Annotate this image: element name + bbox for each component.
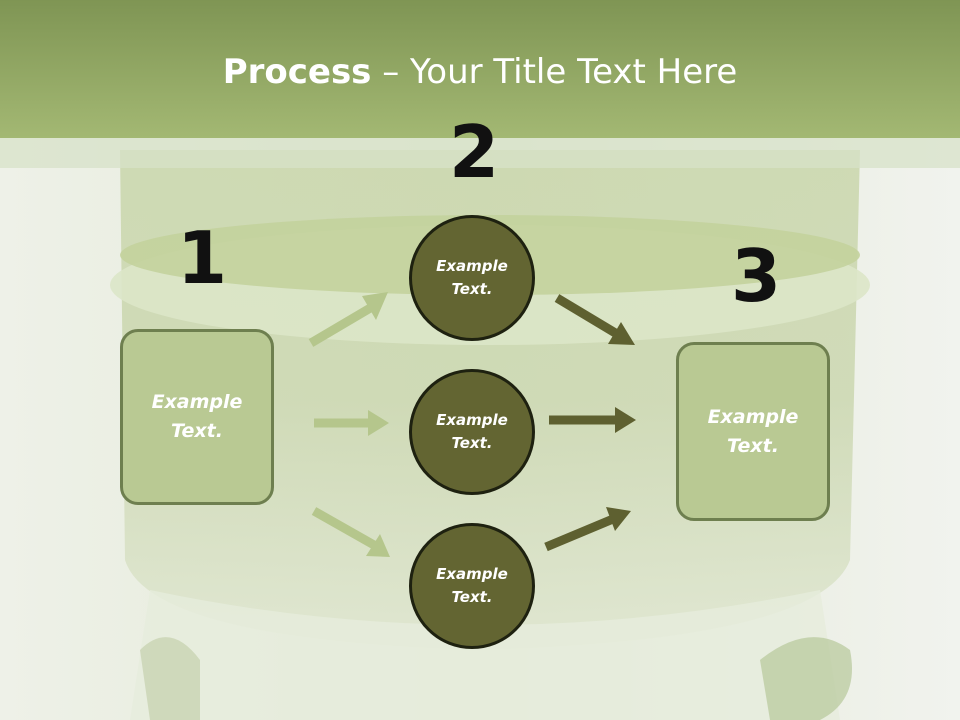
step-2-circle-top: Example Text. bbox=[409, 215, 535, 341]
step-number-1: 1 bbox=[177, 216, 228, 300]
step-2-circle-bottom: Example Text. bbox=[409, 523, 535, 649]
title-strip bbox=[0, 138, 960, 168]
step-3-text-line1: Example bbox=[707, 405, 799, 428]
title-rest: – Your Title Text Here bbox=[371, 52, 738, 92]
step-number-2: 2 bbox=[449, 110, 500, 194]
circle-top-line1: Example bbox=[436, 257, 508, 275]
step-3-box: Example Text. bbox=[676, 342, 830, 521]
title-bold: Process bbox=[222, 52, 372, 92]
step-2-circle-middle: Example Text. bbox=[409, 369, 535, 495]
step-1-box: Example Text. bbox=[120, 329, 274, 505]
step-3-text-line2: Text. bbox=[727, 434, 779, 457]
step-1-text-line2: Text. bbox=[171, 420, 223, 442]
circle-middle-line1: Example bbox=[436, 411, 508, 429]
circle-middle-line2: Text. bbox=[451, 434, 493, 452]
circle-bottom-line1: Example bbox=[436, 565, 508, 583]
circle-bottom-line2: Text. bbox=[451, 588, 493, 606]
title-band bbox=[0, 0, 960, 138]
slide-title: Process – Your Title Text Here bbox=[0, 52, 960, 92]
step-1-text-line1: Example bbox=[151, 391, 243, 413]
step-number-3: 3 bbox=[731, 234, 782, 318]
circle-top-line2: Text. bbox=[451, 280, 493, 298]
